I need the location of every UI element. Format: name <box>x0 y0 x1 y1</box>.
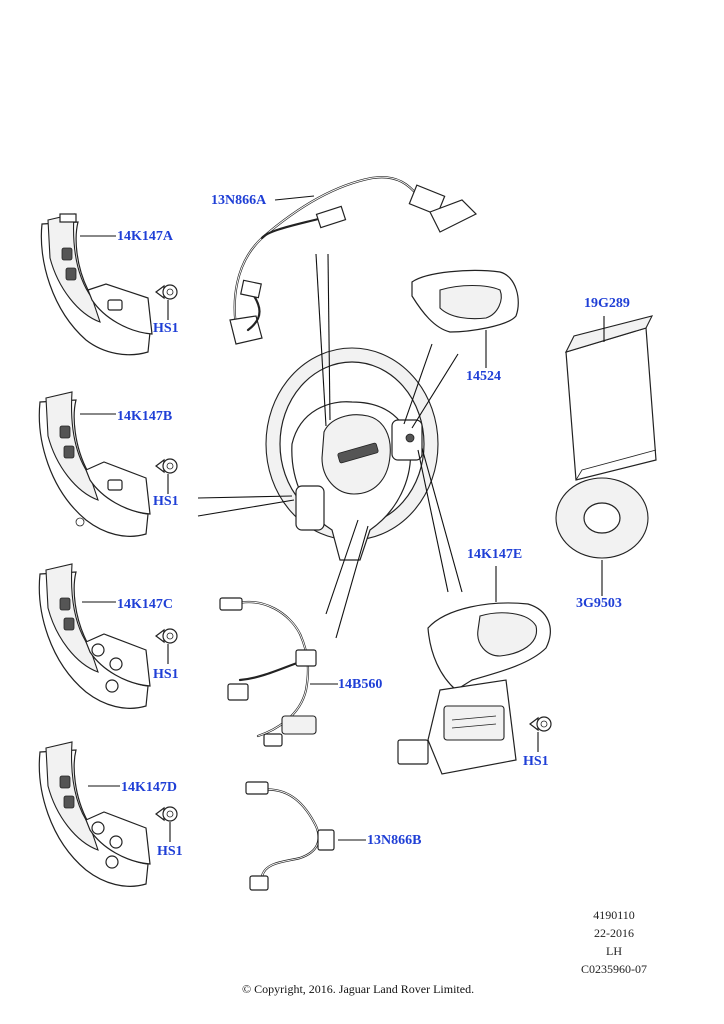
copyright-notice: © Copyright, 2016. Jaguar Land Rover Lim… <box>242 982 475 996</box>
callout-14K147A: 14K147A <box>117 229 173 244</box>
callout-13N866B: 13N866B <box>367 833 422 848</box>
screw-hs1-b <box>155 458 178 474</box>
callout-HS1-e: HS1 <box>523 754 549 769</box>
switch-housing-14K147E <box>397 602 551 775</box>
harness-13N866A <box>229 176 478 345</box>
callout-HS1-b: HS1 <box>153 494 179 509</box>
diagram-date: 22-2016 <box>594 926 634 940</box>
pad-19G289 <box>564 315 657 481</box>
switch-pack-14K147D <box>38 741 151 887</box>
screw-hs1-c <box>155 628 178 644</box>
callout-19G289: 19G289 <box>584 296 630 311</box>
callout-HS1-a: HS1 <box>153 321 179 336</box>
callout-14K147B: 14K147B <box>117 409 173 424</box>
harness-14B560 <box>219 597 317 747</box>
steering-wheel <box>265 347 439 561</box>
callout-14B560: 14B560 <box>338 677 383 692</box>
switch-pack-14K147C <box>38 563 151 709</box>
callout-14K147E: 14K147E <box>467 547 523 562</box>
callout-HS1-c: HS1 <box>153 667 179 682</box>
diagram-side: LH <box>606 944 622 958</box>
callout-HS1-d: HS1 <box>157 844 183 859</box>
callout-14K147C: 14K147C <box>117 597 173 612</box>
callout-14524: 14524 <box>466 369 501 384</box>
cover-14524 <box>411 269 519 333</box>
screw-hs1-e <box>529 716 552 732</box>
leader-lines <box>80 195 605 842</box>
switch-pack-14K147A <box>40 213 153 356</box>
harness-13N866B <box>245 781 335 891</box>
ring-3G9503 <box>555 477 649 559</box>
callout-3G9503: 3G9503 <box>576 596 622 611</box>
switch-pack-14K147B <box>38 391 151 537</box>
screw-hs1-a <box>155 284 178 300</box>
callout-13N866A: 13N866A <box>211 193 267 208</box>
diagram-id: 4190110 <box>593 908 635 922</box>
screw-hs1-d <box>155 806 178 822</box>
callout-14K147D: 14K147D <box>121 780 177 795</box>
diagram-ref: C0235960-07 <box>581 962 647 976</box>
